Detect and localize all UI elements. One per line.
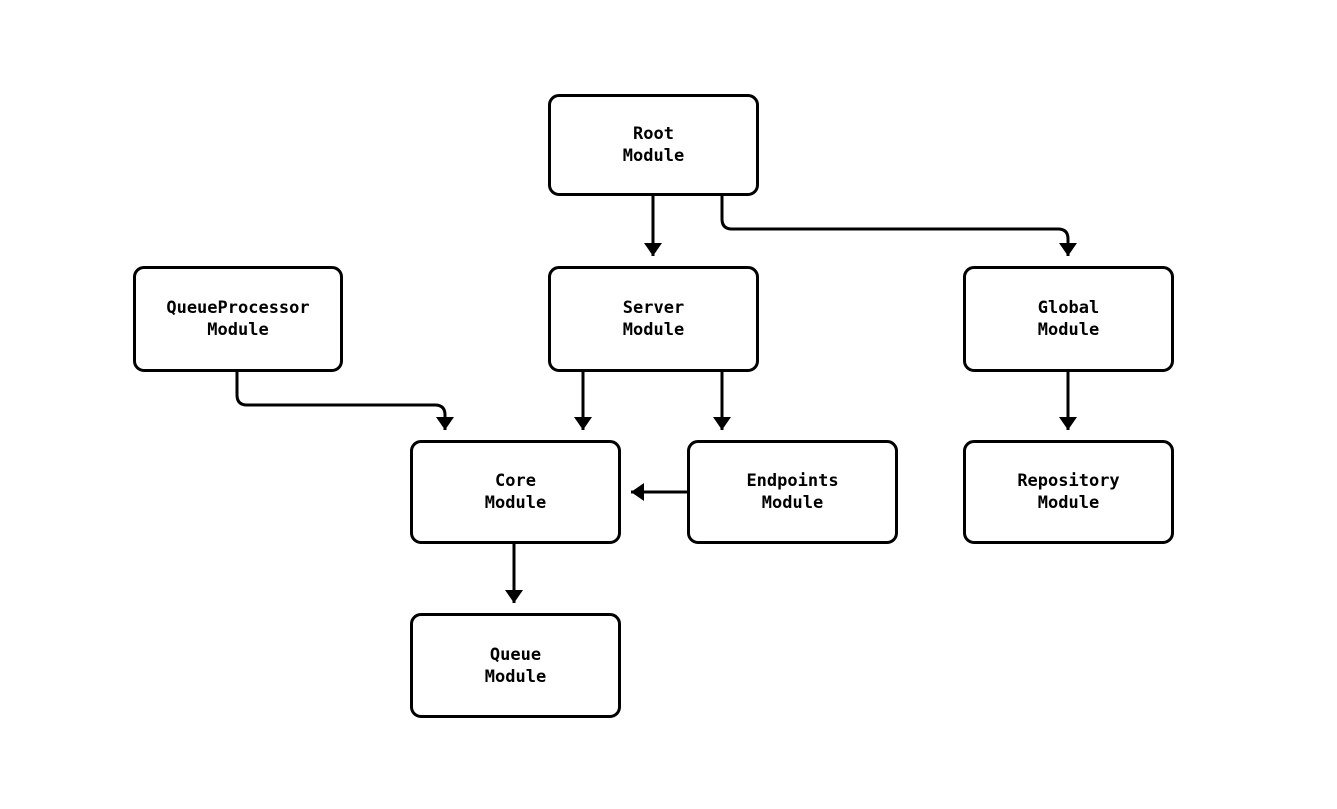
edge-root-global xyxy=(720,196,1070,256)
arrowhead-server-core xyxy=(574,417,592,430)
arrowhead-root-global xyxy=(1059,243,1077,256)
arrowhead-root-server xyxy=(644,243,662,256)
arrowhead-queueprocessor-core xyxy=(436,417,454,430)
edge-queueprocessor-core xyxy=(235,372,447,430)
node-label-server-module: Server Module xyxy=(622,298,685,340)
node-endpoints-module[interactable]: Endpoints Module xyxy=(687,440,898,544)
node-global-module[interactable]: Global Module xyxy=(963,266,1174,372)
arrowhead-core-queue xyxy=(505,590,523,603)
node-label-endpoints-module: Endpoints Module xyxy=(746,471,839,513)
node-server-module[interactable]: Server Module xyxy=(548,266,759,372)
arrowhead-global-repository xyxy=(1059,417,1077,430)
node-label-root-module: Root Module xyxy=(622,124,685,166)
node-queue-module[interactable]: Queue Module xyxy=(410,613,621,718)
node-label-global-module: Global Module xyxy=(1037,298,1100,340)
node-label-repository-module: Repository Module xyxy=(1017,471,1120,513)
node-root-module[interactable]: Root Module xyxy=(548,94,759,196)
node-core-module[interactable]: Core Module xyxy=(410,440,621,544)
node-label-queueprocessor-module: QueueProcessor Module xyxy=(166,298,310,340)
node-queueprocessor-module[interactable]: QueueProcessor Module xyxy=(133,266,343,372)
arrowhead-server-endpoints xyxy=(713,417,731,430)
arrowhead-endpoints-core xyxy=(631,483,644,501)
node-label-queue-module: Queue Module xyxy=(484,644,547,687)
node-label-core-module: Core Module xyxy=(484,471,547,513)
node-repository-module[interactable]: Repository Module xyxy=(963,440,1174,544)
